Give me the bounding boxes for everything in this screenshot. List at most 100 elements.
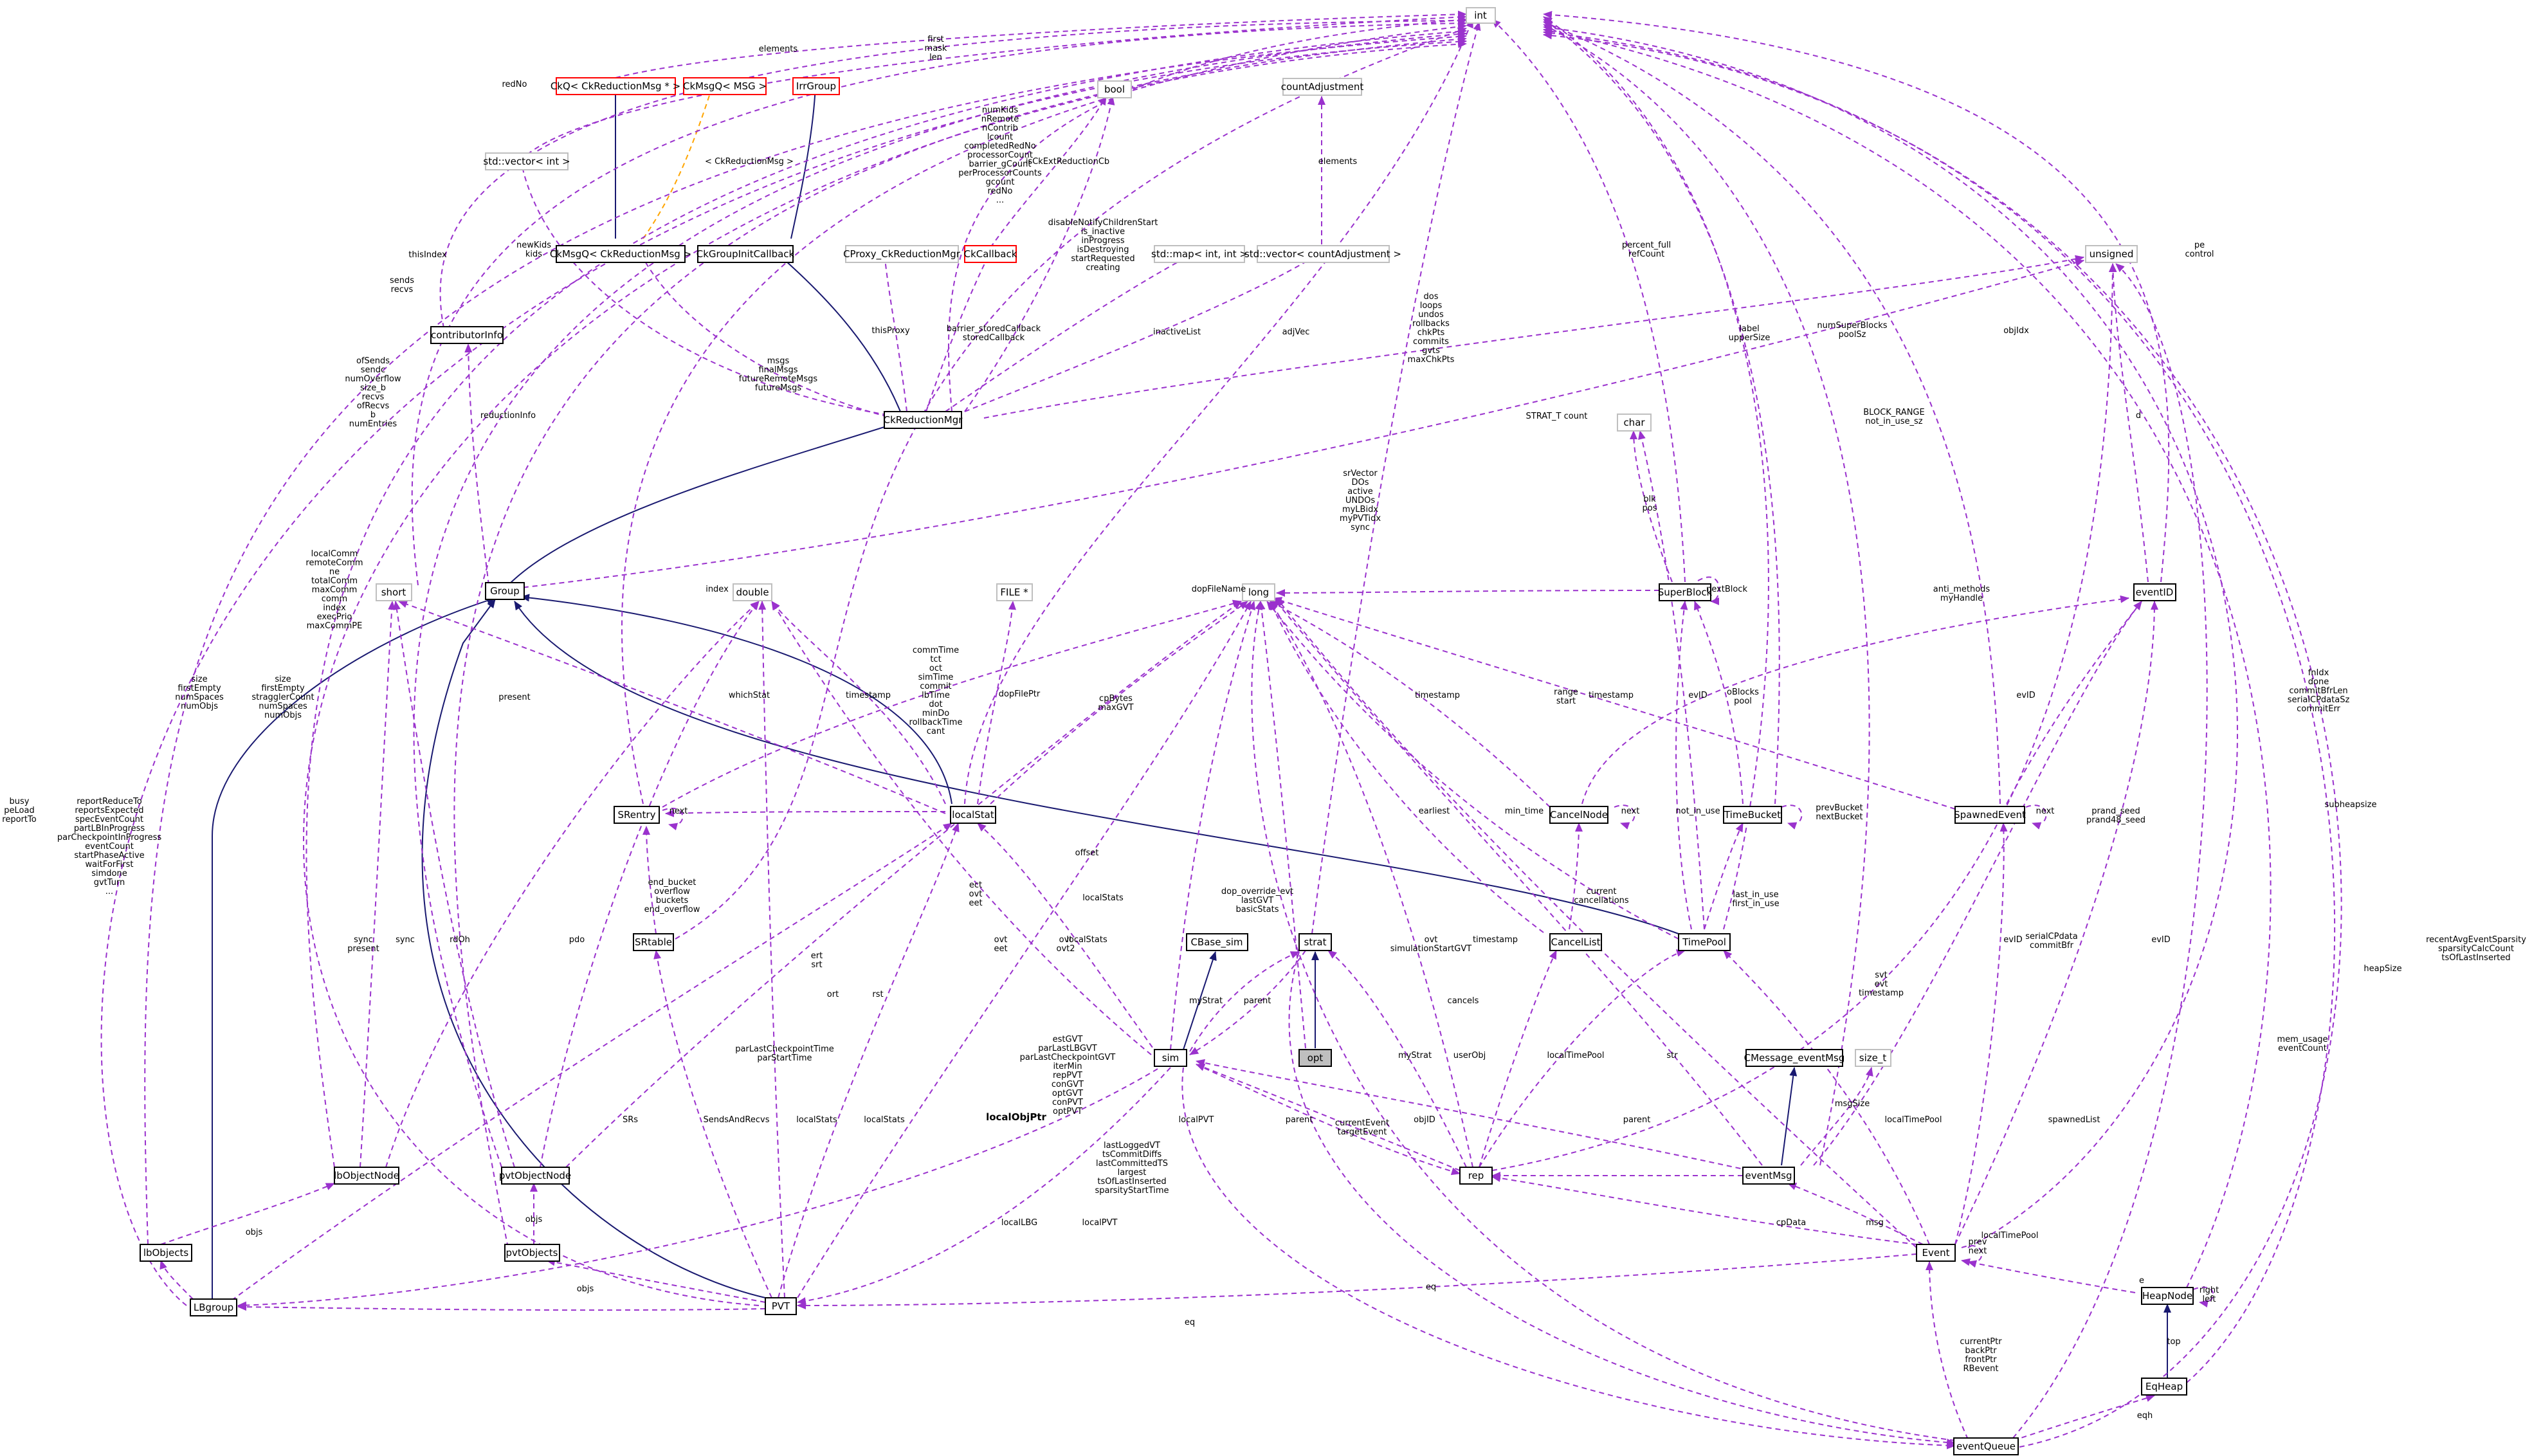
class-node-long[interactable]: long — [1242, 583, 1275, 601]
svg-text:pvtObjectNode: pvtObjectNode — [499, 1170, 571, 1181]
edge-label-parent1: parent — [1244, 996, 1271, 1006]
class-node-ckmsgq-msg[interactable]: CkMsgQ< MSG > — [683, 77, 767, 95]
class-node-ckgroupinit[interactable]: CkGroupInitCallback — [697, 245, 795, 263]
edge-label-strat-t: STRAT_T — [1526, 412, 1562, 421]
svg-text:TimePool: TimePool — [1682, 936, 1726, 948]
class-node-heapnode[interactable]: HeapNode — [2141, 1287, 2194, 1305]
edge-superblock-to-int — [1491, 19, 1686, 583]
svg-text:CkQ< CkReductionMsg * >: CkQ< CkReductionMsg * > — [551, 80, 680, 92]
edge-eventqueue-to-unsigned — [2012, 263, 2208, 1439]
svg-text:CkGroupInitCallback: CkGroupInitCallback — [697, 248, 795, 260]
edge-strat-to-sim — [1189, 950, 1306, 1055]
class-node-cbase[interactable]: CBase_sim — [1186, 933, 1248, 951]
class-node-char[interactable]: char — [1617, 414, 1652, 432]
class-node-pvtobjects[interactable]: pvtObjects — [504, 1244, 560, 1262]
edge-eventmsg-to-size-t — [1800, 1067, 1873, 1166]
class-node-superblock[interactable]: SuperBlock — [1658, 583, 1713, 601]
edge-label-localstats4: localStats — [864, 1115, 905, 1125]
class-node-contrib[interactable]: contributorInfo — [430, 326, 504, 344]
class-node-cancellist[interactable]: CancelList — [1549, 933, 1602, 951]
edge-event-to-int — [1543, 24, 2238, 1248]
class-node-srentry[interactable]: SRentry — [614, 806, 660, 824]
edge-ckredmgr-to-int — [947, 16, 1467, 412]
class-node-cmessage[interactable]: CMessage_eventMsg — [1744, 1049, 1845, 1067]
class-node-timebucket[interactable]: TimeBucket — [1723, 806, 1782, 824]
edge-label-tmpl-red: < CkReductionMsg > — [705, 157, 794, 167]
edge-label-present: present — [498, 693, 530, 702]
svg-text:CkReductionMgr: CkReductionMgr — [884, 414, 963, 426]
edge-label-redno: redNo — [502, 80, 527, 89]
class-node-short[interactable]: short — [376, 583, 412, 601]
class-node-countadj[interactable]: countAdjustment — [1281, 78, 1364, 96]
edge-label-parent2: parent — [1286, 1115, 1313, 1125]
class-node-vec-int[interactable]: std::vector< int > — [483, 152, 570, 170]
edge-localstat-to-long — [990, 601, 1248, 805]
class-node-cproxy[interactable]: CProxy_CkReductionMgr — [843, 245, 961, 263]
svg-text:char: char — [1623, 417, 1645, 428]
edge-label-heapsize: heapSize — [2364, 964, 2401, 974]
edge-srentry-to-long — [662, 599, 1242, 808]
svg-text:CkMsgQ< MSG >: CkMsgQ< MSG > — [683, 80, 767, 92]
class-node-event[interactable]: Event — [1916, 1244, 1956, 1262]
class-node-ckmsgq-red[interactable]: CkMsgQ< CkReductionMsg > — [550, 245, 691, 263]
class-node-ckredmgr[interactable]: CkReductionMgr — [884, 411, 963, 429]
class-node-lbobjnode[interactable]: lbObjectNode — [334, 1167, 399, 1185]
class-node-eventmsg[interactable]: eventMsg — [1742, 1167, 1795, 1185]
class-node-sim[interactable]: sim — [1154, 1049, 1187, 1067]
class-node-srtable[interactable]: SRtable — [633, 933, 674, 951]
class-node-vec-count[interactable]: std::vector< countAdjustment > — [1244, 245, 1401, 263]
class-node-eventid[interactable]: eventID — [2133, 583, 2176, 601]
svg-text:lbObjects: lbObjects — [143, 1247, 189, 1259]
class-node-rep[interactable]: rep — [1459, 1167, 1493, 1185]
class-node-double[interactable]: double — [733, 583, 772, 601]
svg-text:FILE *: FILE * — [1000, 587, 1028, 598]
class-node-irrgroup[interactable]: IrrGroup — [792, 77, 840, 95]
class-node-timepool[interactable]: TimePool — [1678, 933, 1731, 951]
class-node-file[interactable]: FILE * — [996, 583, 1033, 601]
class-node-ckq[interactable]: CkQ< CkReductionMsg * > — [551, 77, 680, 95]
class-node-unsigned[interactable]: unsigned — [2085, 245, 2138, 263]
edge-eventid-to-int — [1543, 11, 2170, 583]
class-node-ckcallback[interactable]: CkCallback — [964, 245, 1017, 263]
class-node-eqheap[interactable]: EqHeap — [2141, 1378, 2187, 1396]
class-node-pvtobjnode[interactable]: pvtObjectNode — [499, 1167, 571, 1185]
class-node-size-t[interactable]: size_t — [1855, 1049, 1891, 1067]
edge-label-objs1: objs — [246, 1228, 263, 1237]
svg-text:SRentry: SRentry — [618, 809, 656, 821]
class-node-lbgroup[interactable]: LBgroup — [190, 1298, 237, 1316]
edge-label-reductioninfo: reductionInfo — [480, 411, 536, 421]
class-node-int[interactable]: int — [1466, 7, 1496, 24]
class-node-spawned[interactable]: SpawnedEvent — [1954, 806, 2026, 824]
class-node-lbobjects[interactable]: lbObjects — [140, 1244, 192, 1262]
edge-label-adjvec: adjVec — [1282, 327, 1310, 337]
class-node-pvt[interactable]: PVT — [765, 1297, 797, 1315]
class-node-strat[interactable]: strat — [1298, 933, 1332, 951]
edge-event-to-eventid — [1954, 601, 2158, 1245]
class-node-cancelnode[interactable]: CancelNode — [1549, 806, 1608, 824]
edge-sim-to-localstat — [977, 823, 1158, 1055]
edge-label-cpdata: cpData — [1776, 1218, 1806, 1228]
edge-label-timestamp1: timestamp — [846, 691, 891, 700]
edge-srentry-to-int — [621, 23, 1467, 805]
edge-label-mystrat: myStrat — [1189, 996, 1223, 1006]
class-node-group[interactable]: Group — [485, 582, 525, 600]
edge-label-mystrat2: myStrat — [1398, 1051, 1432, 1060]
edge-ckgroupinit-to-irrgroup — [790, 85, 819, 239]
class-node-localstat[interactable]: localStat — [950, 806, 996, 824]
class-node-map[interactable]: std::map< int, int > — [1151, 245, 1248, 263]
class-node-bool[interactable]: bool — [1097, 80, 1132, 98]
class-node-eventqueue[interactable]: eventQueue — [1953, 1437, 2019, 1455]
edge-label-localpvt2: localPVT — [1082, 1218, 1118, 1228]
class-node-opt[interactable]: opt — [1298, 1049, 1332, 1067]
edge-spawned-self — [2025, 805, 2047, 830]
edge-ckredmgr-to-ckmsgq-red — [639, 251, 888, 417]
edge-label-next-cn: next — [1621, 806, 1640, 816]
edge-label-inactive: inactiveList — [1153, 327, 1201, 337]
